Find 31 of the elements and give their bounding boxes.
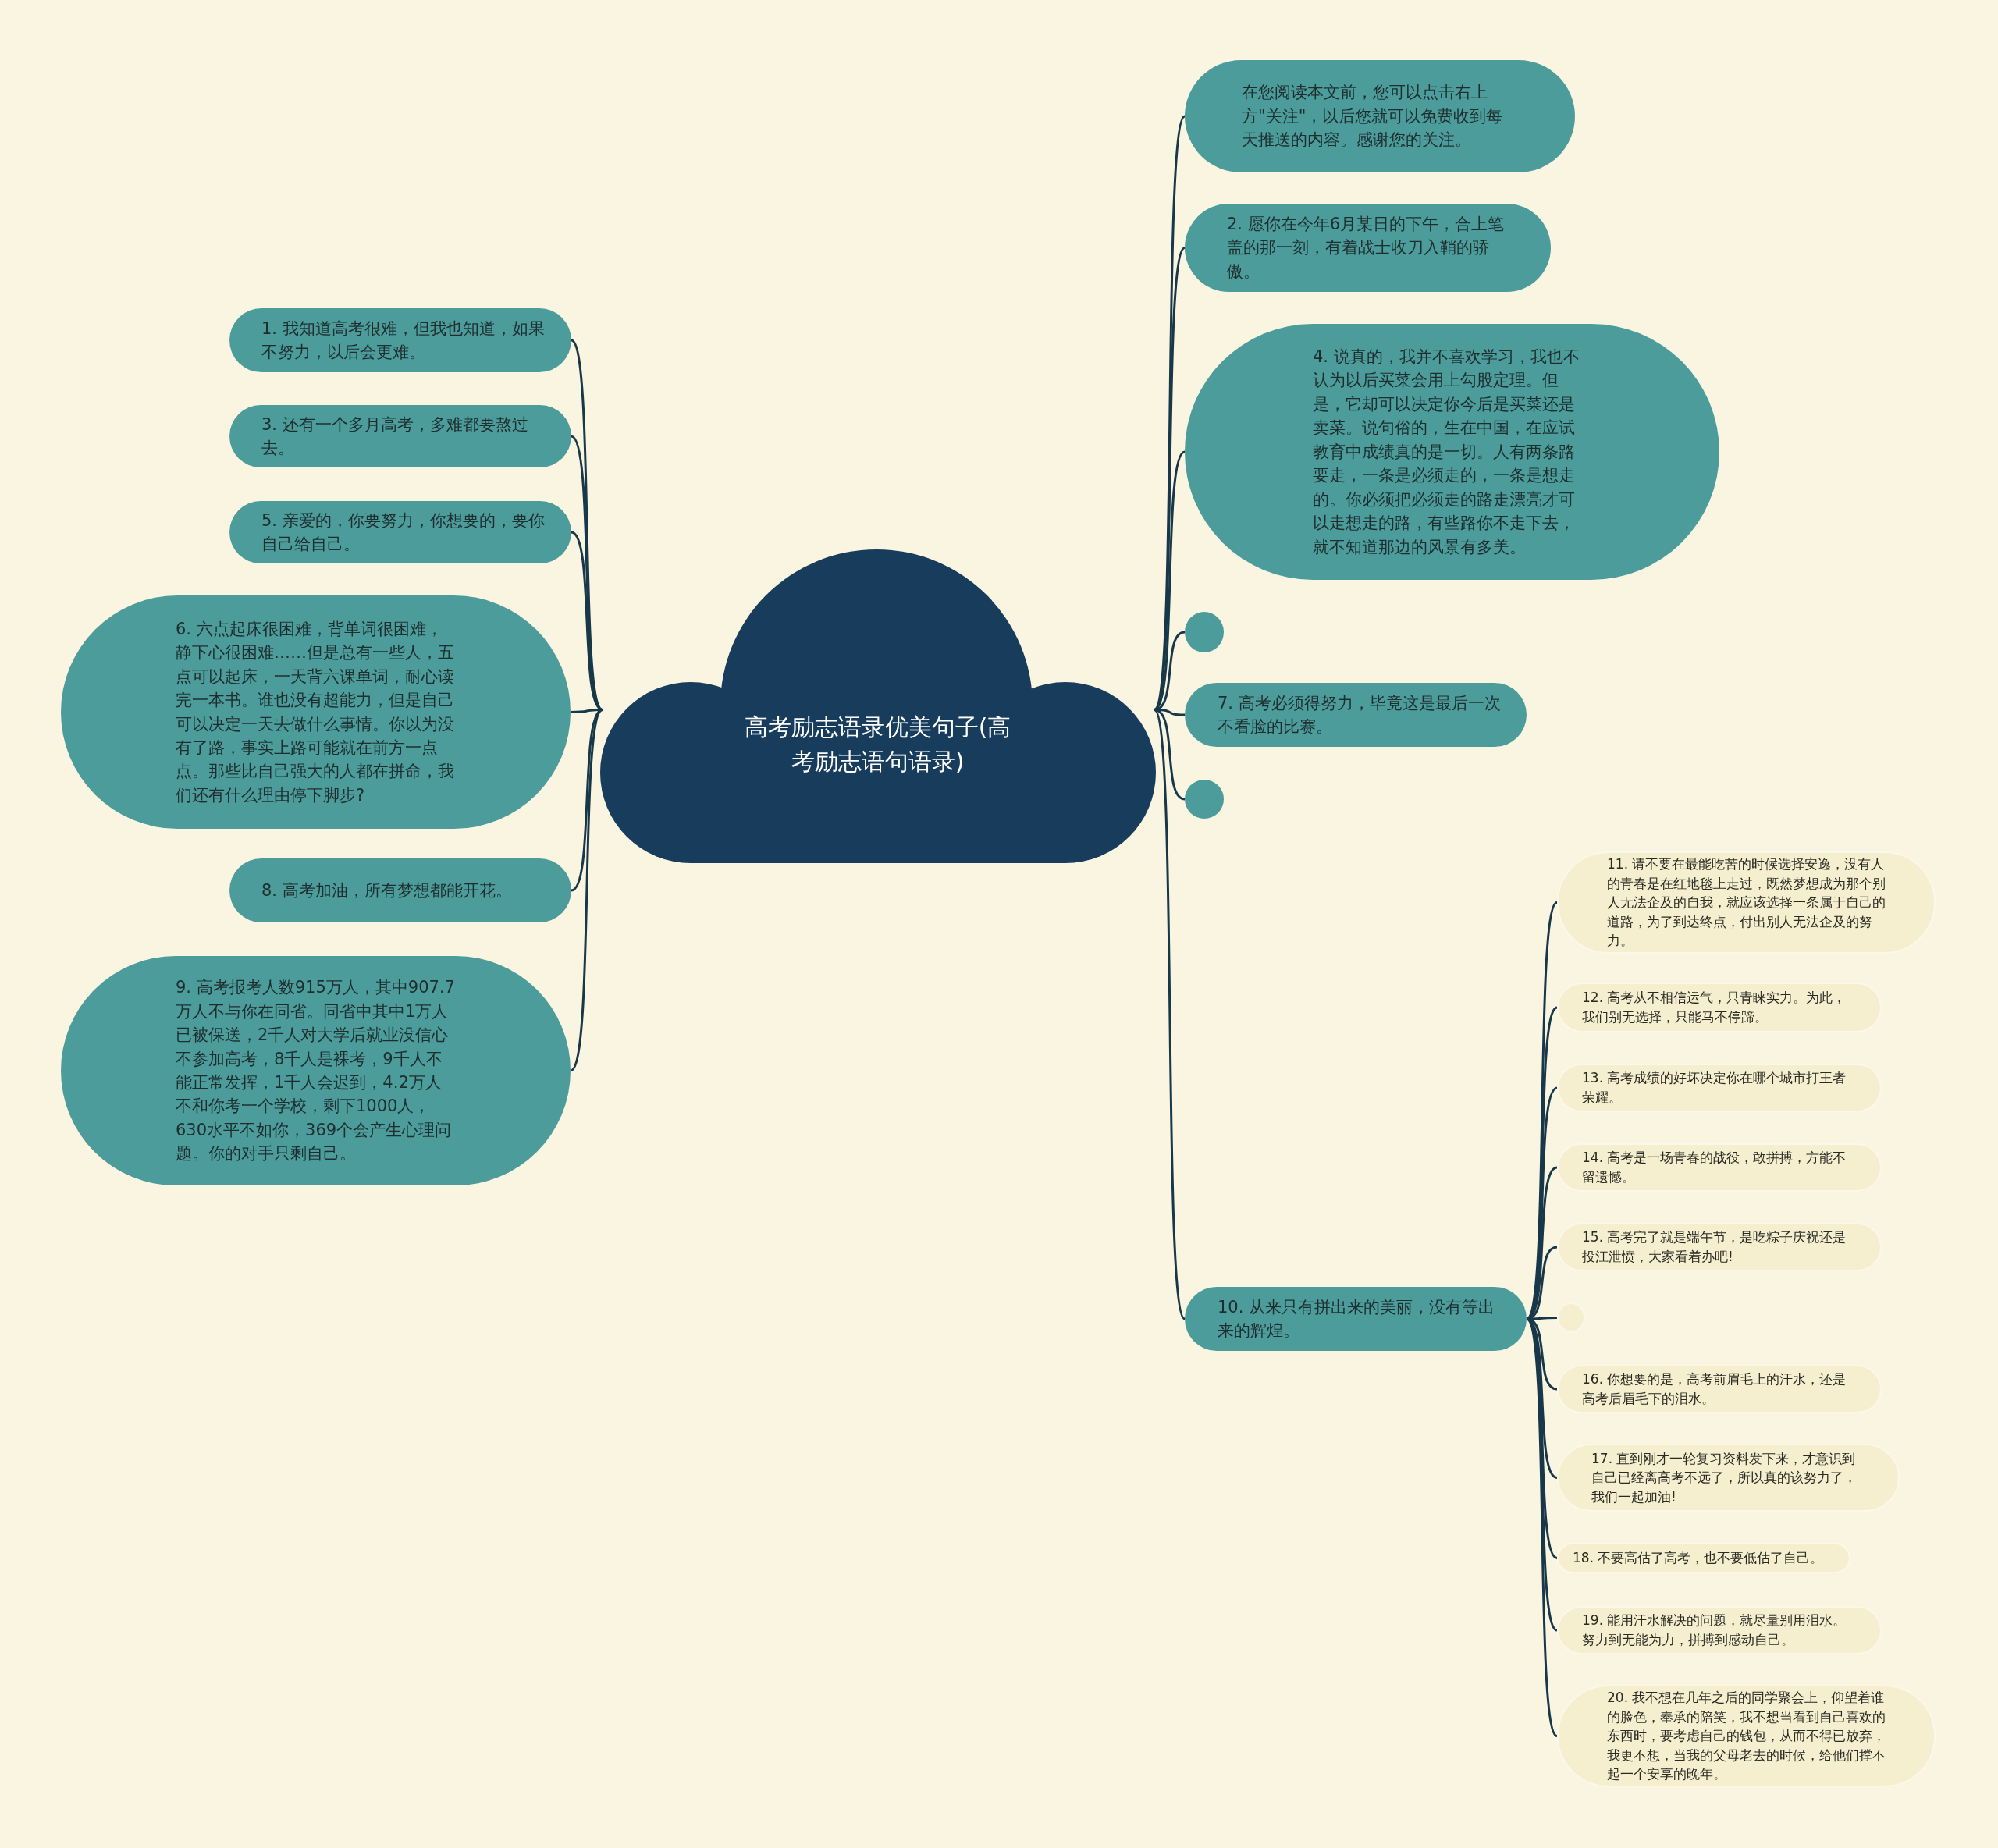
connector-line bbox=[1525, 1318, 1559, 1737]
idea-bubble: 7. 高考必须得努力，毕竟这是最后一次不看脸的比赛。 bbox=[1185, 683, 1527, 747]
empty-circle bbox=[1185, 612, 1224, 652]
idea-bubble: 18. 不要高估了高考，也不要低估了自己。 bbox=[1557, 1543, 1850, 1573]
idea-bubble: 8. 高考加油，所有梦想都能开花。 bbox=[229, 858, 571, 922]
idea-bubble: 19. 能用汗水解决的问题，就尽量别用泪水。努力到无能为力，拼搏到感动自己。 bbox=[1557, 1606, 1882, 1654]
idea-bubble: 1. 我知道高考很难，但我也知道，如果不努力，以后会更难。 bbox=[229, 308, 571, 372]
connector-line bbox=[571, 531, 603, 711]
idea-bubble: 6. 六点起床很困难，背单词很困难，静下心很困难……但是总有一些人，五点可以起床，一天背六课单词，耐心读完一本书。谁也没有超能力，但是自己可以决定一天去做什么事情。你以为没有了路，事实上路可能就在前方一点点。那些比自己强大的人都在拼命，我们还有什么理由停下脚步? bbox=[61, 595, 571, 829]
connector-line bbox=[1153, 709, 1186, 1320]
connector-line bbox=[569, 709, 604, 1071]
idea-bubble: 10. 从来只有拼出来的美丽，没有等出来的辉煌。 bbox=[1185, 1287, 1527, 1351]
idea-bubble: 14. 高考是一场青春的战役，敢拼搏，方能不留遗憾。 bbox=[1557, 1143, 1882, 1192]
idea-bubble: 20. 我不想在几年之后的同学聚会上，仰望着谁的脸色，奉承的陪笑，我不想当看到自己喜欢的东西时，要考虑自己的钱包，从而不得已放弃，我更不想，当我的父母老去的时候，给他们撑不起一个安享的晚年。 bbox=[1557, 1685, 1936, 1787]
idea-bubble: 5. 亲爱的，你要努力，你想要的，要你自己给自己。 bbox=[229, 501, 571, 563]
idea-bubble: 2. 愿你在今年6月某日的下午，合上笔盖的那一刻，有着战士收刀入鞘的骄傲。 bbox=[1185, 204, 1551, 292]
idea-bubble: 9. 高考报考人数915万人，其中907.7万人不与你在同省。同省中其中1万人已被保送，2千人对大学后就业没信心不参加高考，8千人是裸考，9千人不能正常发挥，1千人会迟到，4.2万人不和你考一个学校，剩下1000人，630水平不如你，369个会产生心理问题。你的对手只剩自己。 bbox=[61, 956, 571, 1185]
idea-bubble: 4. 说真的，我并不喜欢学习，我也不认为以后买菜会用上勾股定理。但是，它却可以决定你今后是买菜还是卖菜。说句俗的，生在中国，在应试教育中成绩真的是一切。人有两条路要走，一条是必须走的，一条是想走的。你必须把必须走的路走漂亮才可以走想走的路，有些路你不走下去，就不知道那边的风景有多美。 bbox=[1185, 324, 1719, 580]
empty-circle bbox=[1557, 1302, 1585, 1333]
idea-bubble: 12. 高考从不相信运气，只青睐实力。为此，我们别无选择，只能马不停蹄。 bbox=[1557, 983, 1882, 1032]
idea-bubble: 在您阅读本文前，您可以点击右上方"关注"，以后您就可以免费收到每天推送的内容。感谢您的关注。 bbox=[1185, 60, 1575, 172]
connector-line bbox=[1153, 450, 1186, 711]
idea-bubble: 16. 你想要的是，高考前眉毛上的汗水，还是高考后眉毛下的泪水。 bbox=[1557, 1365, 1882, 1413]
idea-bubble: 15. 高考完了就是端午节，是吃粽子庆祝还是投江泄愤，大家看着办吧! bbox=[1557, 1223, 1882, 1271]
idea-bubble: 13. 高考成绩的好坏决定你在哪个城市打王者荣耀。 bbox=[1557, 1064, 1882, 1112]
connector-line bbox=[1154, 709, 1186, 801]
idea-bubble: 3. 还有一个多月高考，多难都要熬过去。 bbox=[229, 405, 571, 467]
empty-circle bbox=[1185, 780, 1224, 819]
idea-bubble: 11. 请不要在最能吃苦的时候选择安逸，没有人的青春是在红地毯上走过，既然梦想成为那个别人无法企及的自我，就应该选择一条属于自己的道路，为了到达终点，付出别人无法企及的努力。 bbox=[1557, 851, 1936, 954]
connector-line bbox=[570, 339, 604, 711]
idea-bubble: 17. 直到刚才一轮复习资料发下来，才意识到自己已经离高考不远了，所以真的该努力了，我们一起加油! bbox=[1557, 1444, 1900, 1512]
